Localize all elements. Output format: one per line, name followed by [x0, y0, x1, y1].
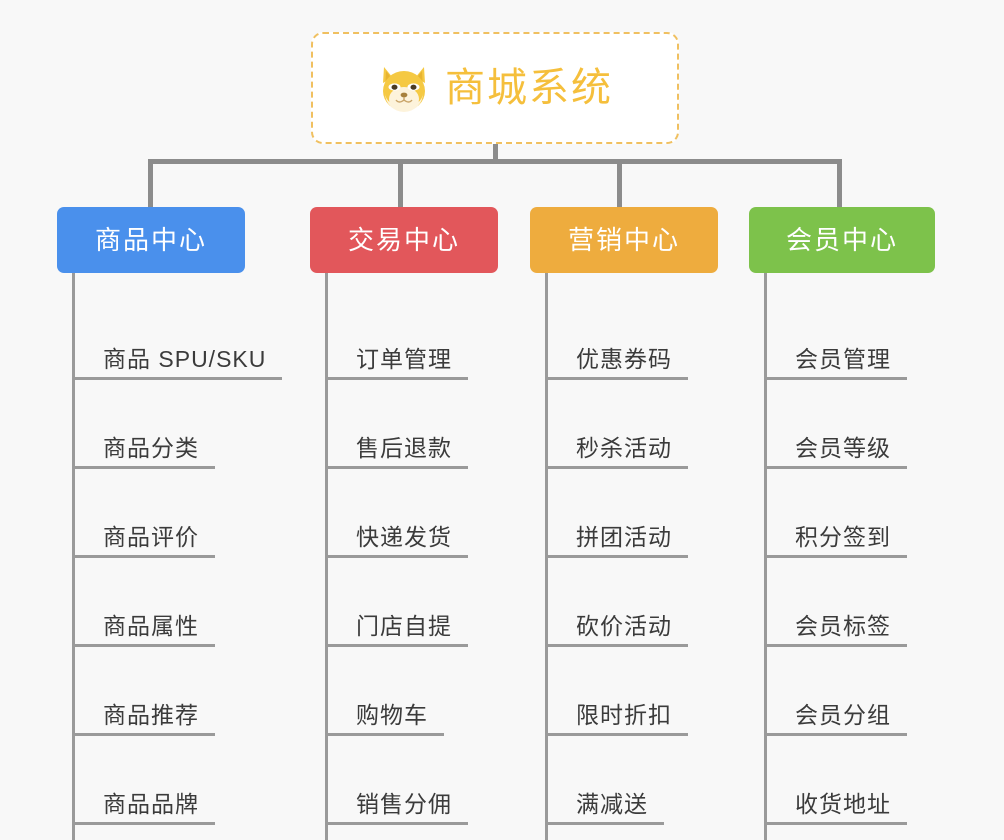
category-label: 营销中心 [567, 225, 680, 255]
list-item[interactable]: 购物车 [325, 647, 530, 736]
list-item[interactable]: 收货地址 [764, 736, 969, 825]
leaf-underline [325, 644, 468, 647]
leaf-label: 收货地址 [795, 791, 891, 817]
leaf-underline [72, 733, 215, 736]
leaf-list-trade: 订单管理 售后退款 快递发货 门店自提 购物车 销售分佣 [310, 273, 530, 840]
leaf-underline [545, 733, 688, 736]
list-item[interactable]: 砍价活动 [545, 558, 750, 647]
leaf-list-member: 会员管理 会员等级 积分签到 会员标签 会员分组 收货地址 [749, 273, 969, 840]
connector-drop-1 [398, 162, 403, 208]
leaf-label: 满减送 [576, 791, 648, 817]
leaf-list-marketing: 优惠券码 秒杀活动 拼团活动 砍价活动 限时折扣 满减送 [530, 273, 750, 840]
list-item[interactable]: 会员等级 [764, 380, 969, 469]
leaf-underline [764, 733, 907, 736]
connector-drop-3 [837, 162, 842, 208]
leaf-underline [72, 822, 215, 825]
list-item[interactable]: 商品推荐 [72, 647, 307, 736]
leaf-label: 砍价活动 [576, 613, 672, 639]
leaf-underline [545, 466, 688, 469]
leaf-label: 商品属性 [103, 613, 199, 639]
leaf-label: 商品 SPU/SKU [103, 346, 267, 372]
leaf-underline [72, 466, 215, 469]
leaf-underline [764, 377, 907, 380]
leaf-underline [545, 644, 688, 647]
category-header-trade[interactable]: 交易中心 [310, 207, 498, 273]
connector-horizontal-bus [148, 159, 842, 164]
leaf-underline [545, 555, 688, 558]
leaf-label: 订单管理 [356, 346, 452, 372]
page-title: 商城系统 [445, 66, 613, 110]
leaf-label: 拼团活动 [576, 524, 672, 550]
leaf-underline [764, 466, 907, 469]
leaf-label: 会员标签 [795, 613, 891, 639]
category-label: 商品中心 [94, 225, 207, 255]
leaf-underline [325, 377, 468, 380]
list-item[interactable]: 满减送 [545, 736, 750, 825]
list-item[interactable]: 订单管理 [325, 291, 530, 380]
leaf-underline [325, 555, 468, 558]
category-label: 交易中心 [347, 225, 460, 255]
list-item[interactable]: 商品分类 [72, 380, 307, 469]
connector-drop-2 [617, 162, 622, 208]
leaf-label: 商品品牌 [103, 791, 199, 817]
list-item[interactable]: 商品品牌 [72, 736, 307, 825]
leaf-underline [764, 822, 907, 825]
root-node[interactable]: 商城系统 [311, 32, 679, 144]
branch-column-trade: 交易中心 订单管理 售后退款 快递发货 门店自提 购物车 销售分佣 [310, 207, 530, 840]
leaf-underline [72, 377, 282, 380]
leaf-label: 会员等级 [795, 435, 891, 461]
list-item[interactable]: 会员标签 [764, 558, 969, 647]
leaf-underline [764, 644, 907, 647]
leaf-label: 购物车 [356, 702, 428, 728]
leaf-underline [325, 822, 468, 825]
leaf-label: 商品评价 [103, 524, 199, 550]
category-header-marketing[interactable]: 营销中心 [530, 207, 718, 273]
branch-column-member: 会员中心 会员管理 会员等级 积分签到 会员标签 会员分组 收货地址 [749, 207, 969, 840]
branch-column-marketing: 营销中心 优惠券码 秒杀活动 拼团活动 砍价活动 限时折扣 满减送 [530, 207, 750, 840]
leaf-label: 商品推荐 [103, 702, 199, 728]
list-item[interactable]: 商品属性 [72, 558, 307, 647]
connector-drop-0 [148, 162, 153, 208]
leaf-label: 会员管理 [795, 346, 891, 372]
leaf-underline [545, 822, 664, 825]
leaf-underline [764, 555, 907, 558]
leaf-underline [545, 377, 688, 380]
leaf-label: 快递发货 [356, 524, 452, 550]
leaf-underline [72, 555, 215, 558]
list-item[interactable]: 商品评价 [72, 469, 307, 558]
category-header-member[interactable]: 会员中心 [749, 207, 935, 273]
category-header-product[interactable]: 商品中心 [57, 207, 245, 273]
leaf-label: 秒杀活动 [576, 435, 672, 461]
leaf-underline [325, 733, 444, 736]
list-item[interactable]: 售后退款 [325, 380, 530, 469]
list-item[interactable]: 门店自提 [325, 558, 530, 647]
leaf-label: 门店自提 [356, 613, 452, 639]
connector-root-stem [493, 144, 498, 162]
leaf-label: 销售分佣 [356, 791, 452, 817]
branch-column-product: 商品中心 商品 SPU/SKU 商品分类 商品评价 商品属性 商品推荐 商品品牌 [57, 207, 307, 840]
leaf-underline [325, 466, 468, 469]
list-item[interactable]: 限时折扣 [545, 647, 750, 736]
list-item[interactable]: 会员管理 [764, 291, 969, 380]
leaf-label: 商品分类 [103, 435, 199, 461]
leaf-label: 会员分组 [795, 702, 891, 728]
list-item[interactable]: 商品 SPU/SKU [72, 291, 307, 380]
list-item[interactable]: 拼团活动 [545, 469, 750, 558]
leaf-underline [72, 644, 215, 647]
leaf-list-product: 商品 SPU/SKU 商品分类 商品评价 商品属性 商品推荐 商品品牌 [57, 273, 307, 840]
list-item[interactable]: 会员分组 [764, 647, 969, 736]
list-item[interactable]: 积分签到 [764, 469, 969, 558]
list-item[interactable]: 销售分佣 [325, 736, 530, 825]
list-item[interactable]: 优惠券码 [545, 291, 750, 380]
leaf-label: 限时折扣 [576, 702, 672, 728]
leaf-label: 售后退款 [356, 435, 452, 461]
category-label: 会员中心 [785, 225, 898, 255]
list-item[interactable]: 秒杀活动 [545, 380, 750, 469]
leaf-label: 积分签到 [795, 524, 891, 550]
list-item[interactable]: 快递发货 [325, 469, 530, 558]
leaf-label: 优惠券码 [576, 346, 672, 372]
shiba-dog-icon [377, 63, 431, 113]
